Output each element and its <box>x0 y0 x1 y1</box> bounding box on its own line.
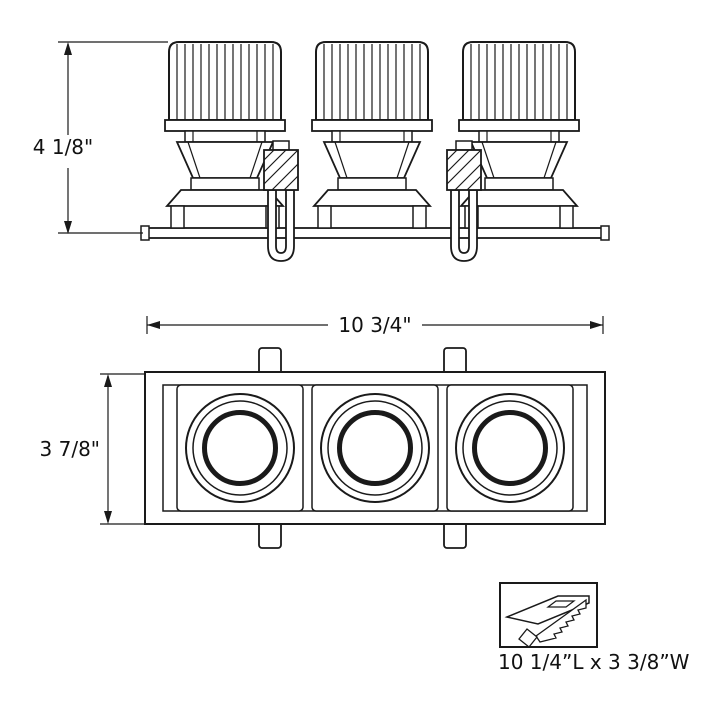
saw-icon <box>518 598 587 648</box>
height-dimension: 4 1/8" <box>33 41 168 234</box>
height-dimension-label: 4 1/8" <box>33 135 93 159</box>
flange-bar <box>142 227 608 239</box>
lamp-aperture <box>472 410 548 486</box>
trim-cell-2 <box>311 384 439 512</box>
lamp-outer-ring <box>185 393 295 503</box>
cutout-size-label: 10 1/4”L x 3 3/8”W <box>498 650 690 674</box>
lamp-module <box>164 41 286 229</box>
lamp-outer-ring <box>455 393 565 503</box>
mounting-tab <box>443 521 467 549</box>
lamp-outer-ring <box>320 393 430 503</box>
mounting-tab <box>258 347 282 375</box>
lamp-aperture <box>337 410 413 486</box>
plan-view: 10 3/4" <box>40 313 606 549</box>
ceiling-tile-icon <box>504 595 590 625</box>
flange-end-right <box>600 225 610 241</box>
mounting-tab <box>258 521 282 549</box>
depth-dimension-label: 3 7/8" <box>40 437 100 461</box>
lamp-aperture <box>202 410 278 486</box>
width-dimension: 10 3/4" <box>146 313 604 337</box>
arrow-up-icon <box>104 374 112 387</box>
cutout-icon-box <box>499 582 598 648</box>
width-dimension-label: 10 3/4" <box>338 313 411 337</box>
depth-dimension: 3 7/8" <box>40 373 145 525</box>
lamp-mid-ring <box>462 400 558 496</box>
arrow-down-icon <box>104 511 112 524</box>
cutout-info: 10 1/4”L x 3 3/8”W <box>498 582 690 674</box>
arrow-right-icon <box>590 321 603 329</box>
arrow-down-icon <box>64 221 72 234</box>
mounting-tab <box>443 347 467 375</box>
lamp-mid-ring <box>327 400 423 496</box>
trim-cell-3 <box>446 384 574 512</box>
lamp-mid-ring <box>192 400 288 496</box>
arrow-left-icon <box>147 321 160 329</box>
side-view: 4 1/8" <box>33 41 610 262</box>
spring-clip-icon <box>263 140 299 262</box>
arrow-up-icon <box>64 42 72 55</box>
spring-clip-icon <box>446 140 482 262</box>
lamp-module <box>311 41 433 229</box>
trim-cell-1 <box>176 384 304 512</box>
